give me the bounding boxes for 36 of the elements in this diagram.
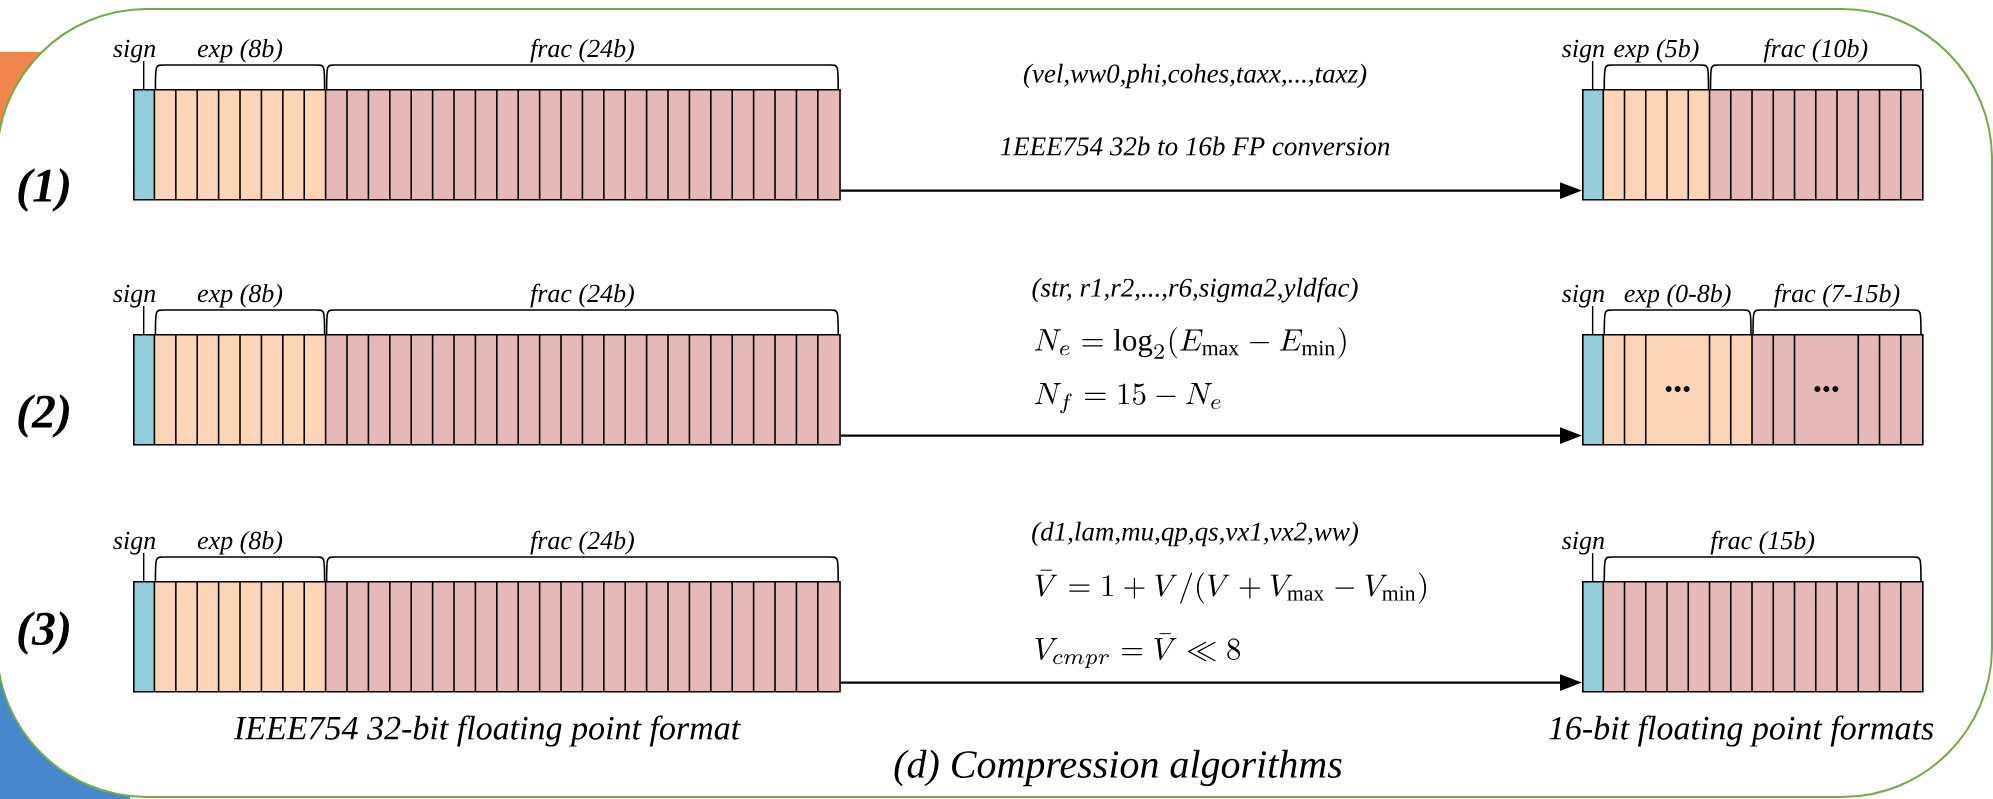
annotation: (str, r1,r2,...,r6,sigma2,yldfac) — [1032, 277, 1358, 303]
bit-field-register: sign exp (8b) frac (24b) — [113, 38, 841, 201]
caption: (d) Compression algorithms — [894, 749, 1342, 787]
node-label: exp (5b) — [1614, 38, 1699, 63]
node-label: exp (0-8b) — [1624, 283, 1731, 308]
formula: $V_{cmpr} = \bar{V} \ll 8$ — [1035, 633, 1241, 669]
node-label: frac (10b) — [1763, 38, 1868, 63]
node-label: exp (8b) — [197, 283, 283, 308]
node-label: exp (8b) — [197, 530, 283, 555]
row-number: (2) — [18, 394, 69, 438]
annotation: (d1,lam,mu,qp,qs,vx1,vx2,ww) — [1032, 521, 1359, 547]
node-label: sign — [1562, 531, 1604, 555]
row-number: (1) — [18, 168, 69, 212]
node-label: frac (24b) — [530, 530, 634, 555]
node-label: exp (8b) — [197, 38, 283, 63]
formula: $N_e = \log_2(E_{\max} - E_{\min})$ — [1034, 327, 1346, 359]
formula: $\bar{V} = 1 + V / (V + V_{\max} - V_{\min})$ — [1035, 569, 1427, 604]
node-label: frac (24b) — [530, 283, 634, 308]
bit-field-register: sign exp (0-8b) frac (7-15b) — [1562, 283, 1924, 446]
bit-field-register: sign exp (5b) frac (10b) — [1562, 38, 1924, 201]
node-label: sign — [113, 531, 156, 555]
node-label: sign — [113, 284, 156, 308]
node-label: frac (7-15b) — [1774, 283, 1900, 308]
node-label: sign — [1562, 39, 1604, 63]
row-number: (3) — [18, 611, 69, 655]
annotation: 1EEE754 32b to 16b FP conversion — [1000, 136, 1390, 156]
bit-field-register: sign exp (8b) frac (24b) — [113, 283, 841, 446]
node-label: frac (24b) — [530, 38, 634, 63]
bit-field-register: sign frac (15b) — [1562, 530, 1924, 693]
format-label: 16-bit floating point formats — [1549, 715, 1934, 747]
node-label: sign — [1562, 284, 1604, 308]
node-label: frac (15b) — [1710, 530, 1815, 555]
formula: $N_f = 15 - N_e$ — [1034, 383, 1221, 414]
annotation: (vel,ww0,phi,cohes,taxx,...,taxz) — [1023, 63, 1367, 89]
node-label: sign — [113, 39, 156, 63]
bit-field-register: sign exp (8b) frac (24b) — [113, 530, 841, 693]
